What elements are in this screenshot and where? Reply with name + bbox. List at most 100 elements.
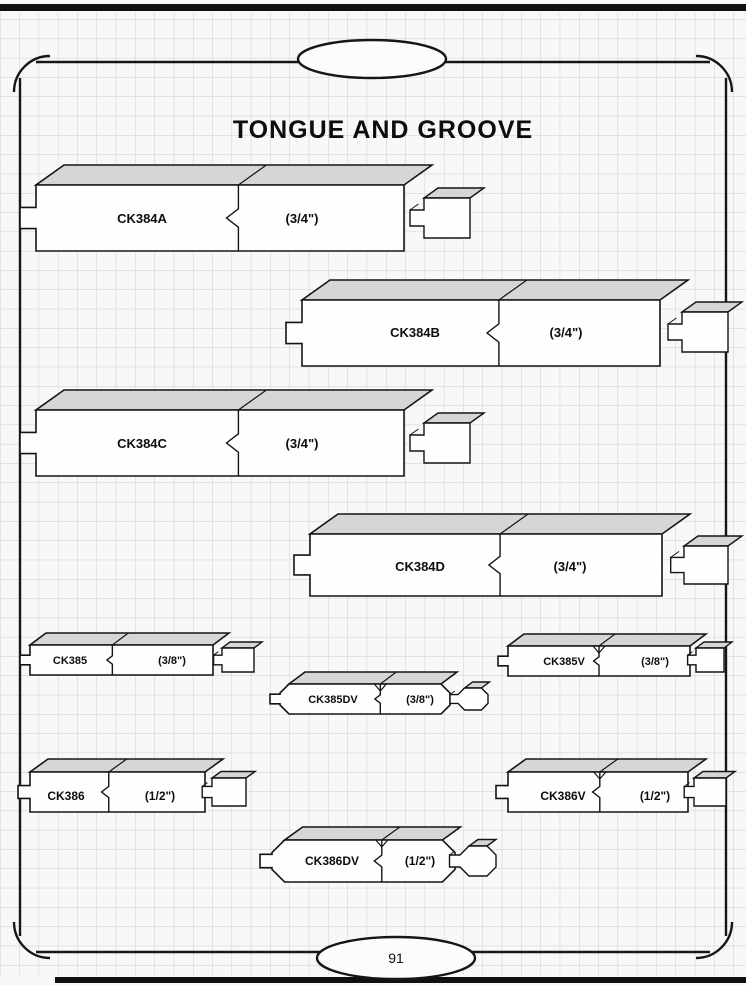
end-piece-front-face	[201, 777, 247, 807]
profile-ck385v: CK385V (3/8")	[497, 633, 735, 677]
board-top-face	[33, 164, 435, 186]
profile-code-label: CK384B	[390, 325, 440, 340]
profile-size-label: (1/2")	[405, 854, 435, 868]
end-piece-front-face	[212, 647, 255, 673]
joint-groove-line	[591, 772, 601, 812]
profile-code-label: CK384D	[395, 559, 445, 574]
v-groove-mark	[593, 771, 607, 780]
end-piece-front-face	[686, 647, 725, 673]
joint-groove-line	[485, 300, 500, 366]
profile-code-label: CK384A	[117, 211, 167, 226]
end-piece-tongue-edge	[409, 428, 419, 436]
end-piece-front-face	[448, 845, 497, 877]
end-piece-front-face	[670, 545, 729, 585]
v-groove-mark	[373, 683, 387, 692]
board-top-seam	[499, 513, 529, 535]
page-title: TONGUE AND GROOVE	[233, 116, 533, 144]
board-top-face	[27, 758, 226, 773]
board-top-seam	[379, 671, 397, 685]
board-top-face	[299, 279, 691, 301]
board-top-seam	[599, 758, 619, 773]
page-number: 91	[388, 950, 404, 966]
profile-ck386: CK386 (1/2")	[17, 758, 258, 813]
board-top-seam	[598, 633, 616, 647]
joint-groove-line	[225, 185, 240, 251]
profile-ck385: CK385 (3/8")	[19, 632, 265, 676]
profile-size-label: (3/4")	[550, 325, 583, 340]
profile-code-label: CK385V	[543, 656, 585, 668]
board-front-face	[259, 839, 456, 883]
profile-ck384c: CK384C (3/4")	[19, 389, 487, 477]
end-piece-tongue-edge	[683, 782, 690, 787]
joint-groove-line	[105, 645, 114, 675]
end-piece-tongue-edge	[670, 550, 680, 558]
end-piece-tongue-edge	[449, 690, 456, 695]
profile-code-label: CK385DV	[308, 694, 358, 706]
board-front-face	[293, 533, 663, 597]
end-piece-tongue-edge	[687, 651, 693, 656]
profile-size-label: (3/4")	[554, 559, 587, 574]
frame-corner-bottom-left	[12, 921, 51, 960]
profile-drawings: CK384A(3/4")CK384B(3/4")CK384C(3/4")CK38…	[17, 164, 745, 883]
end-piece-front-face	[449, 687, 489, 711]
profile-code-label: CK386DV	[305, 854, 359, 868]
board-front-face	[17, 771, 206, 813]
board-front-face	[285, 299, 661, 367]
profile-size-label: (1/2")	[640, 789, 670, 803]
board-top-face	[505, 758, 709, 773]
profile-size-label: (3/8")	[158, 655, 186, 667]
top-ornament-ellipse	[296, 38, 448, 80]
profile-ck384d: CK384D (3/4")	[293, 513, 745, 597]
profile-ck385dv: CK385DV (3/8")	[269, 671, 492, 715]
profile-ck384a: CK384A (3/4")	[19, 164, 487, 252]
page-number-ellipse	[315, 935, 477, 981]
end-piece-tongue-edge	[201, 782, 208, 787]
profile-ck384b: CK384B (3/4")	[285, 279, 745, 367]
board-top-face	[282, 826, 463, 841]
end-piece-tongue-edge	[213, 651, 219, 656]
board-front-face	[269, 683, 451, 715]
board-top-seam	[108, 758, 128, 773]
end-piece-top-face	[219, 641, 265, 649]
profile-ck386v: CK386V (1/2")	[495, 758, 738, 813]
board-top-seam	[238, 164, 267, 186]
board-top-seam	[381, 826, 401, 841]
board-top-seam	[498, 279, 528, 301]
joint-groove-line	[487, 534, 501, 596]
v-groove-mark	[592, 645, 606, 654]
scan-top-bar	[0, 4, 746, 11]
board-top-face	[286, 671, 460, 685]
profile-size-label: (3/8")	[406, 694, 434, 706]
frame-corner-top-right	[695, 54, 734, 93]
board-top-face	[307, 513, 693, 535]
end-piece-front-face	[683, 777, 727, 807]
v-groove-mark	[375, 839, 389, 848]
profile-code-label: CK386V	[540, 789, 585, 803]
board-top-seam	[238, 389, 267, 411]
profile-size-label: (1/2")	[145, 789, 175, 803]
profile-code-label: CK384C	[117, 436, 167, 451]
profile-code-label: CK386	[47, 789, 85, 803]
frame-corner-bottom-right	[695, 921, 734, 960]
profile-size-label: (3/4")	[286, 436, 319, 451]
frame-corner-top-left	[12, 54, 51, 93]
board-top-seam	[111, 632, 129, 646]
end-piece-front-face	[409, 422, 471, 464]
board-top-face	[27, 632, 232, 646]
joint-groove-line	[373, 840, 383, 882]
end-piece-tongue-edge	[449, 850, 456, 856]
end-piece-tongue-edge	[409, 203, 419, 211]
profile-ck386dv: CK386DV (1/2")	[259, 826, 499, 883]
board-top-face	[33, 389, 435, 411]
board-front-face	[19, 184, 405, 252]
profile-code-label: CK385	[53, 655, 87, 667]
joint-groove-line	[100, 772, 110, 812]
board-front-face	[19, 409, 405, 477]
end-piece-front-face	[409, 197, 471, 239]
end-piece-front-face	[667, 311, 729, 353]
joint-groove-line	[225, 410, 240, 476]
profile-size-label: (3/8")	[641, 656, 669, 668]
profile-size-label: (3/4")	[286, 211, 319, 226]
